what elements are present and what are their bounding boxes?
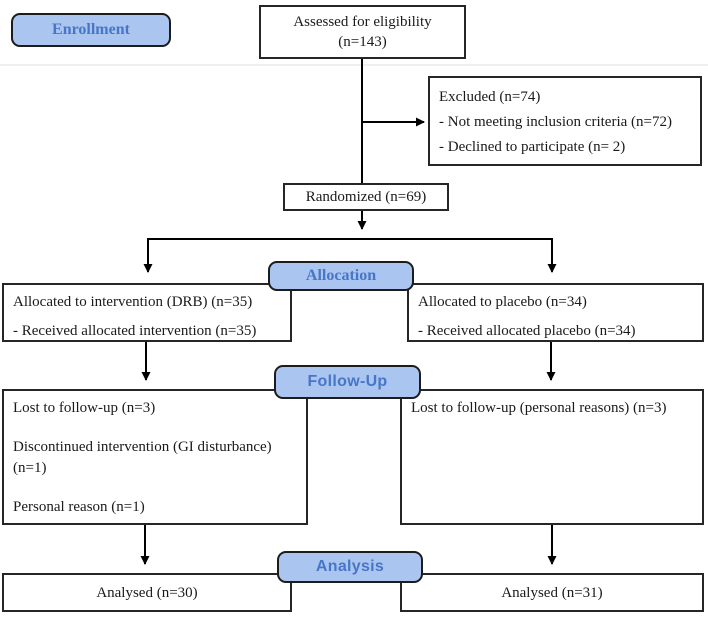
analysed-intervention-box: Analysed (n=30) [2, 573, 292, 612]
analysed-left-line1: Analysed (n=30) [96, 584, 198, 601]
allocated-placebo-box: Allocated to placebo (n=34) - Received a… [407, 283, 704, 342]
excluded-line3: - Declined to participate (n= 2) [439, 139, 626, 155]
excluded-line2: - Not meeting inclusion criteria (n=72) [439, 114, 672, 130]
assessed-line2: (n=143) [338, 34, 387, 50]
alloc-right-line1: Allocated to placebo (n=34) [418, 294, 587, 310]
allocation-banner: Allocation [268, 261, 414, 291]
allocation-banner-label: Allocation [305, 267, 377, 284]
followup-left-line3: Personal reason (n=1) [13, 499, 145, 515]
analysed-placebo-box: Analysed (n=31) [400, 573, 704, 612]
assessed-for-eligibility-box: Assessed for eligibility (n=143) [259, 5, 466, 59]
assessed-line1: Assessed for eligibility [293, 14, 432, 30]
alloc-left-line1: Allocated to intervention (DRB) (n=35) [13, 294, 253, 310]
followup-intervention-box: Lost to follow-up (n=3) Discontinued int… [2, 389, 308, 525]
followup-left-line2: Discontinued intervention (GI disturbanc… [13, 439, 272, 476]
randomized-box: Randomized (n=69) [283, 183, 449, 211]
excluded-box: Excluded (n=74) - Not meeting inclusion … [428, 76, 702, 166]
analysed-right-line1: Analysed (n=31) [501, 584, 603, 601]
alloc-left-line2: - Received allocated intervention (n=35) [13, 323, 257, 339]
followup-banner-label: Follow-Up [307, 373, 388, 390]
excluded-line1: Excluded (n=74) [439, 89, 541, 105]
followup-right-line1: Lost to follow-up (personal reasons) (n=… [411, 400, 667, 416]
analysis-banner-label: Analysis [315, 558, 385, 575]
followup-placebo-box: Lost to follow-up (personal reasons) (n=… [400, 389, 704, 525]
enrollment-banner: Enrollment [11, 13, 171, 47]
enrollment-banner-label: Enrollment [52, 21, 130, 38]
scan-artifact-band [0, 64, 708, 66]
analysis-banner: Analysis [277, 551, 423, 583]
followup-banner: Follow-Up [274, 365, 421, 399]
randomized-line1: Randomized (n=69) [305, 189, 427, 205]
followup-left-line1: Lost to follow-up (n=3) [13, 400, 156, 416]
alloc-right-line2: - Received allocated placebo (n=34) [418, 323, 636, 339]
allocated-intervention-box: Allocated to intervention (DRB) (n=35) -… [2, 283, 292, 342]
